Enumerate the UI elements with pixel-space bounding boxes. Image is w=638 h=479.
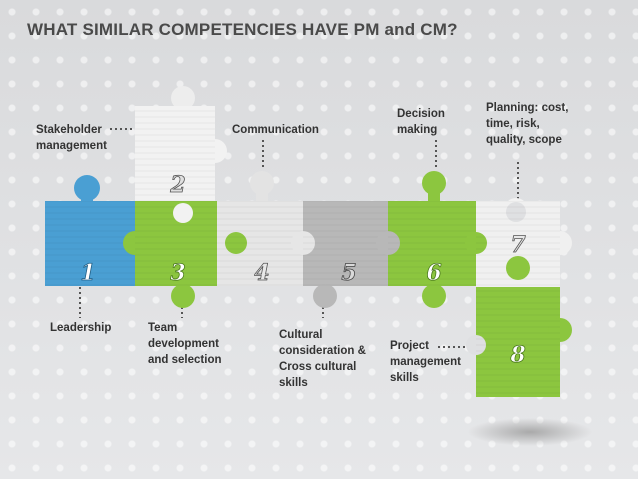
label-team-development: Team development and selection [148, 322, 222, 366]
label-decision-making: Decision making [397, 108, 445, 136]
piece-8 [466, 256, 572, 397]
piece-8-number: 8 [509, 342, 525, 368]
piece-1 [45, 201, 135, 286]
piece-4-number: 4 [254, 260, 269, 286]
page-title: WHAT SIMILAR COMPETENCIES HAVE PM and CM… [27, 20, 458, 39]
piece-2 [135, 86, 227, 201]
label-project-management: Project management skills [390, 340, 461, 384]
piece-7-number: 7 [510, 232, 526, 258]
piece-5-number: 5 [341, 260, 356, 286]
piece-2-number: 2 [169, 172, 185, 198]
label-leadership: Leadership [50, 322, 112, 334]
label-planning: Planning: cost, time, risk, quality, sco… [486, 102, 569, 146]
piece-4 [217, 201, 303, 286]
piece-6 [376, 201, 476, 308]
label-stakeholder-management: Stakeholder management [36, 124, 107, 152]
piece-8-shadow [468, 418, 592, 446]
piece-1-number: 1 [80, 260, 95, 286]
piece-1-tab [74, 175, 100, 201]
piece-3-number: 3 [170, 260, 185, 286]
label-cultural-consideration: Cultural consideration & Cross cultural … [279, 329, 366, 389]
piece-5 [291, 201, 388, 308]
piece-3 [123, 201, 217, 308]
label-communication: Communication [232, 124, 319, 136]
piece-6-number: 6 [426, 260, 441, 286]
